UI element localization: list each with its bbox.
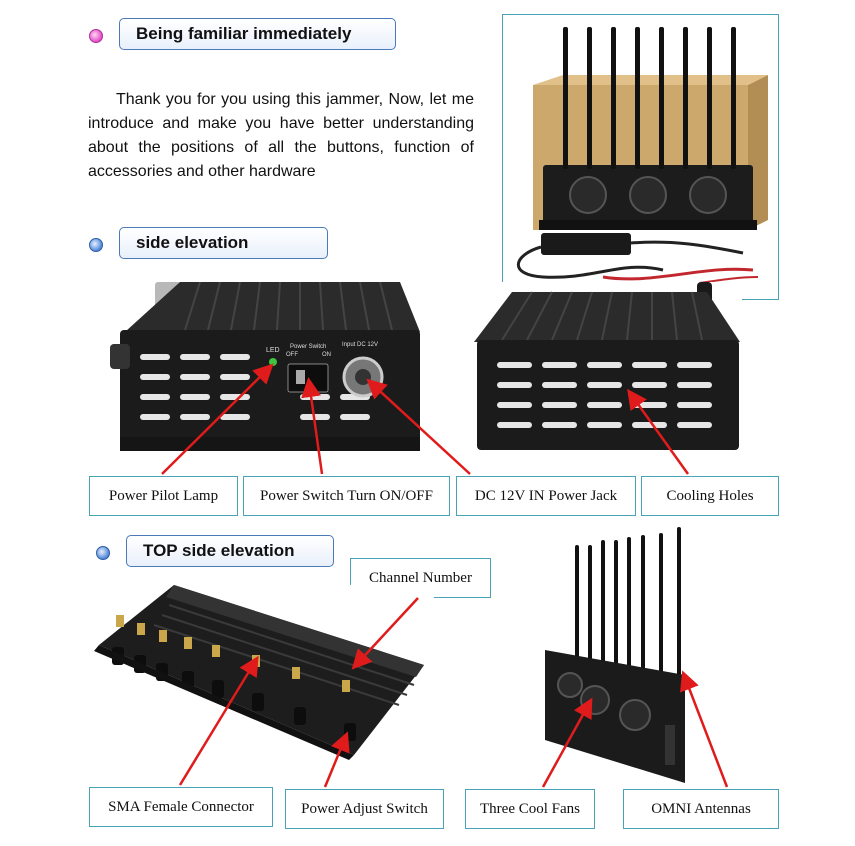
label-channel-number-text: Channel Number <box>369 569 472 586</box>
section-heading-top-text: TOP side elevation <box>143 541 295 560</box>
power-switch-text: Power Switch <box>290 344 326 350</box>
arrow-channel <box>351 597 419 670</box>
label-three-fans: Three Cool Fans <box>465 789 595 829</box>
section-heading-familiar: Being familiar immediately <box>119 18 396 50</box>
label-three-fans-text: Three Cool Fans <box>480 800 580 817</box>
led-text: LED <box>266 347 280 354</box>
bullet-blue-icon <box>89 238 103 252</box>
section-heading-side-text: side elevation <box>136 233 249 252</box>
arrow-omni <box>680 670 729 788</box>
label-power-switch: Power Switch Turn ON/OFF <box>243 476 450 516</box>
on-text: ON <box>322 352 331 358</box>
section-heading-familiar-text: Being familiar immediately <box>136 24 352 43</box>
label-sma-connector: SMA Female Connector <box>89 787 273 827</box>
section-heading-side: side elevation <box>119 227 328 259</box>
bullet-blue-icon <box>96 546 110 560</box>
arrow-sma <box>178 655 259 786</box>
label-dc-jack-text: DC 12V IN Power Jack <box>474 487 618 504</box>
cooling-side-photo <box>472 282 742 457</box>
arrow-fans <box>541 697 593 788</box>
intro-paragraph: Thank you for you using this jammer, Now… <box>88 91 474 180</box>
label-sma-connector-text: SMA Female Connector <box>108 798 254 815</box>
label-power-switch-text: Power Switch Turn ON/OFF <box>260 487 433 504</box>
label-power-pilot-lamp-text: Power Pilot Lamp <box>108 487 219 504</box>
label-dc-jack: DC 12V IN Power Jack <box>456 476 636 516</box>
arrow-switch <box>301 377 324 475</box>
label-power-adjust-text: Power Adjust Switch <box>301 800 428 817</box>
off-text: OFF <box>286 352 298 358</box>
label-power-adjust: Power Adjust Switch <box>285 789 444 829</box>
input-dc-text: Input DC 12V <box>342 342 378 348</box>
label-omni-antennas-text: OMNI Antennas <box>651 800 751 817</box>
arrow-jack <box>366 378 471 475</box>
label-cooling-holes: Cooling Holes <box>641 476 779 516</box>
arrow-adjust <box>323 731 350 788</box>
label-power-pilot-lamp: Power Pilot Lamp <box>89 476 238 516</box>
fan-front-photo <box>540 525 690 785</box>
label-omni-antennas: OMNI Antennas <box>623 789 779 829</box>
label-cooling-holes-text: Cooling Holes <box>666 487 754 504</box>
bullet-pink-icon <box>89 29 103 43</box>
arrow-led <box>161 363 274 475</box>
top-elevation-photo <box>94 585 434 760</box>
product-box-photo <box>502 14 779 300</box>
arrow-cooling <box>627 388 690 475</box>
section-heading-top: TOP side elevation <box>126 535 334 567</box>
